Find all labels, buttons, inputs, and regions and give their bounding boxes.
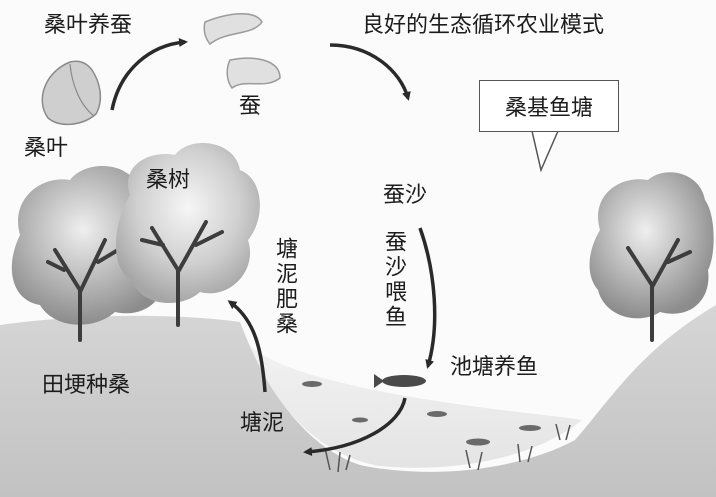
arrow-silkworm-to-pond — [329, 43, 411, 101]
pond-plants — [324, 423, 571, 473]
arrow-waste-to-fish — [418, 227, 437, 369]
mulberry-tree — [116, 143, 260, 327]
arrow-fish-to-mud — [303, 397, 407, 457]
right-tree — [589, 172, 714, 342]
pond-water — [250, 345, 582, 468]
silkworm-2 — [226, 57, 281, 90]
fish-main — [374, 374, 426, 388]
arrow-leaf-to-silkworm — [110, 38, 188, 111]
label-pond-fish: 池塘养鱼 — [450, 355, 539, 380]
label-silkworm-waste: 蚕沙 — [383, 183, 428, 208]
silkworm-1 — [203, 13, 263, 46]
label-mulberry-raise-silkworm: 桑叶养蚕 — [44, 13, 133, 38]
pond-bank — [0, 305, 716, 497]
label-pond-mud: 塘泥 — [240, 411, 285, 436]
diagram-title: 良好的生态循环农业模式 — [362, 13, 605, 38]
callout-pointer — [531, 130, 560, 173]
label-waste-feed-fish: 蚕沙喂鱼 — [381, 230, 406, 330]
label-silkworm: 蚕 — [239, 94, 262, 119]
callout-sangji-yutang: 桑基鱼塘 — [479, 80, 619, 132]
label-field-ridge: 田埂种桑 — [42, 373, 131, 398]
label-pond-mud-fertilize: 塘泥肥桑 — [272, 237, 297, 337]
arrow-mud-to-mulberry — [227, 300, 267, 393]
label-mulberry-tree: 桑树 — [146, 168, 191, 193]
fish-small — [302, 381, 541, 446]
label-mulberry-leaf: 桑叶 — [24, 136, 69, 161]
